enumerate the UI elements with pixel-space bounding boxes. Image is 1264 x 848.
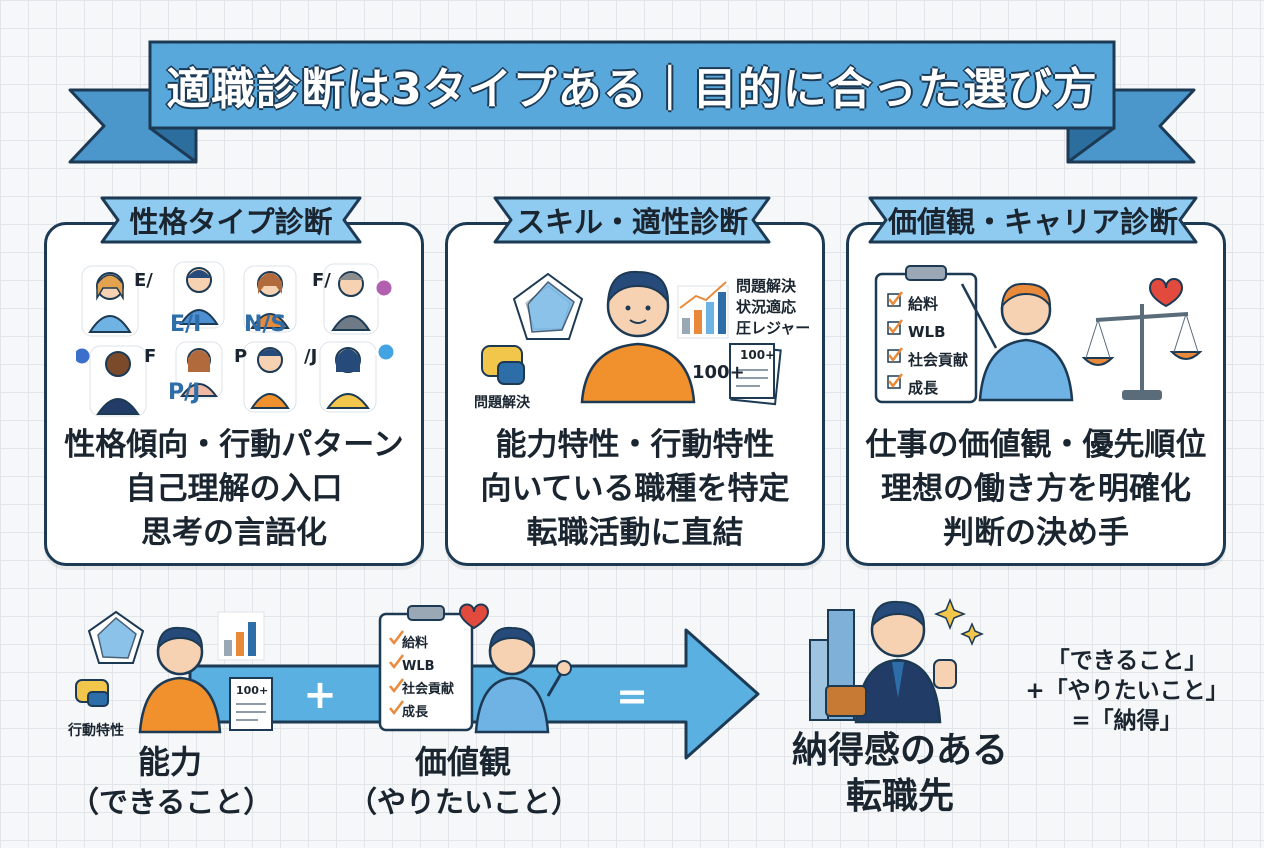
card-skill-label: スキル・適性診断	[515, 205, 748, 239]
document-stack-icon	[729, 343, 782, 406]
person-icon	[89, 345, 147, 417]
card-skill-tab	[493, 196, 771, 244]
values-illustration	[874, 265, 1203, 404]
tag-p: P	[234, 346, 248, 367]
card-values-tab	[868, 196, 1198, 244]
document-icon	[229, 677, 273, 731]
values-flow-checklist: 給料 WLB 社会貢献 成長	[402, 636, 455, 720]
page-title: 適職診断は3タイプある｜目的に合った選び方	[166, 64, 1098, 115]
formula-text: 「できること」 +「やりたいこと」 =「納得」	[1025, 648, 1229, 734]
person-icon	[243, 341, 297, 413]
person-icon	[580, 270, 696, 404]
ability-tag: 行動特性	[68, 723, 124, 739]
tag-pj: P/J	[168, 380, 201, 405]
plus-sign: +	[303, 672, 337, 718]
balance-scale-icon	[1081, 304, 1203, 400]
doc-label: 100+	[740, 348, 776, 362]
card-personality-label: 性格タイプ診断	[129, 205, 333, 239]
tag-ns: N/S	[244, 312, 287, 337]
result-label: 納得感のある 転職先	[791, 730, 1008, 817]
result-illustration	[809, 597, 984, 724]
heart-icon	[458, 603, 490, 630]
clipboard-icon	[378, 605, 474, 732]
skill-keywords: 問題解決 状況適応 圧レジャー	[736, 277, 811, 337]
briefcase-icon	[825, 685, 867, 717]
card-skill-description: 能力特性・行動特性 向いている職種を特定 転職活動に直結	[480, 427, 790, 551]
tag-f1: F/	[312, 270, 331, 291]
personality-people-illustration	[76, 261, 396, 417]
title-banner	[68, 40, 1196, 164]
person-icon	[319, 341, 377, 413]
card-values-label: 価値観・キャリア診断	[887, 205, 1178, 239]
problem-solving-icon	[481, 345, 525, 385]
values-checklist: 給料 WLB 社会貢献 成長	[908, 295, 969, 397]
tag-e: E/	[134, 270, 153, 291]
values-flow-illustration	[378, 603, 572, 734]
ability-illustration	[75, 610, 273, 734]
radar-chart-icon	[512, 272, 584, 340]
values-label: 価値観 （やりたいこと）	[348, 743, 581, 819]
hundred-plus-label: 100+	[692, 362, 745, 383]
skill-illustration	[481, 270, 782, 406]
person-icon	[474, 626, 572, 734]
ability-doc-label: 100+	[236, 684, 269, 697]
heart-icon	[1148, 278, 1184, 308]
problem-solving-label: 問題解決	[474, 395, 530, 411]
person-icon	[960, 282, 1074, 402]
businessman-icon	[854, 600, 942, 724]
instagram-icon	[373, 277, 395, 299]
tag-f2: F	[144, 346, 157, 367]
radar-chart-icon	[87, 610, 145, 664]
card-personality-description: 性格傾向・行動パターン 自己理解の入口 思考の言語化	[64, 427, 404, 551]
person-icon	[81, 265, 139, 337]
person-icon	[138, 626, 222, 734]
card-values-description: 仕事の価値観・優先順位 理想の働き方を明確化 判断の決め手	[865, 427, 1207, 551]
person-icon	[323, 263, 379, 335]
facebook-icon	[76, 345, 93, 367]
sparkle-icon	[933, 597, 984, 646]
equals-sign: =	[616, 674, 648, 718]
problem-solving-icon	[75, 679, 109, 707]
clipboard-icon	[874, 265, 978, 404]
tag-ei: E/I	[170, 312, 202, 337]
thumbs-up-icon	[933, 659, 957, 689]
tag-j: /J	[304, 346, 318, 367]
card-personality-tab	[100, 196, 362, 244]
person-icon	[173, 261, 225, 329]
person-icon	[243, 265, 297, 333]
growth-chart-icon	[217, 611, 265, 661]
growth-chart-icon	[677, 281, 729, 339]
twitter-icon	[375, 341, 396, 363]
ability-label: 能力 （できること）	[70, 743, 273, 819]
person-icon	[175, 341, 223, 399]
